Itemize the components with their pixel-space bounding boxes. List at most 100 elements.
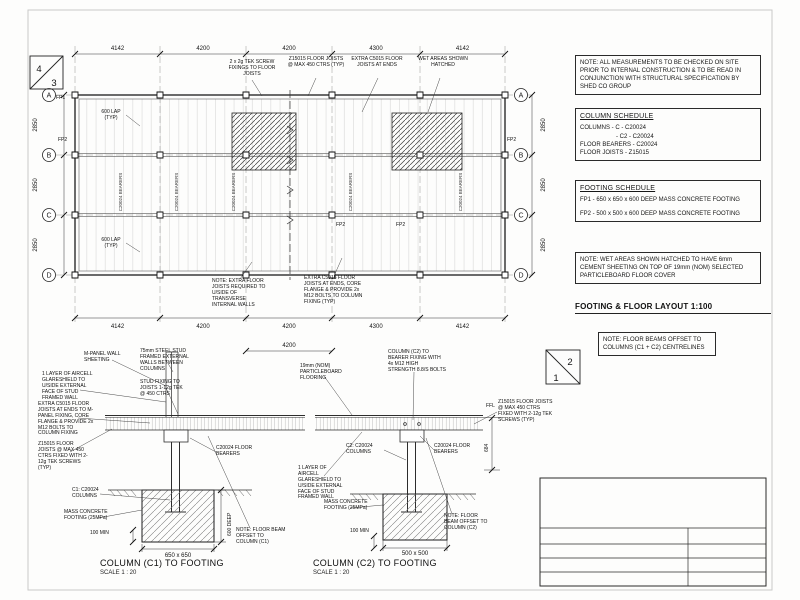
c1-note-offset: NOTE: FLOOR BEAM OFFSET TO COLUMN (C1) bbox=[236, 527, 286, 545]
plan-label-fp2: FP2 bbox=[336, 222, 346, 228]
c1-detail-scale: SCALE 1 : 20 bbox=[100, 570, 137, 576]
dim-left: 2850 bbox=[33, 118, 39, 132]
footing-schedule-row: FP2 - 500 x 500 x 600 DEEP MASS CONCRETE… bbox=[580, 210, 740, 217]
c2-label-ffl: FFL bbox=[486, 403, 495, 409]
bearer-label: C20024 BEARERS bbox=[458, 173, 463, 212]
grid-label: A bbox=[519, 93, 524, 100]
grid-label: D bbox=[46, 273, 51, 280]
c2-note-bearer-fixing: COLUMN (C2) TO BEARER FIXING WITH 4x M12… bbox=[388, 349, 446, 373]
dim-right: 2850 bbox=[541, 238, 547, 252]
column-markers bbox=[71, 91, 509, 279]
marker-number: 1 bbox=[553, 373, 558, 384]
grid-label: D bbox=[518, 273, 523, 280]
c2-note-bearers: C20024 FLOOR BEARERS bbox=[434, 443, 471, 455]
bearer-label: C20024 BEARERS bbox=[348, 173, 353, 212]
c2-detail-title: COLUMN (C2) TO FOOTING bbox=[313, 558, 437, 568]
wet-area-hatch bbox=[391, 112, 463, 171]
column-schedule-panel: COLUMN SCHEDULE COLUMNS - C - C20024 - C… bbox=[575, 108, 761, 161]
dim-684: 684 bbox=[484, 443, 490, 452]
grid-label: A bbox=[47, 93, 52, 100]
floor-plan-drawing: A B C D A B C D 4142 4200 4200 4300 4142… bbox=[33, 46, 547, 355]
c1-dim-cover: 100 MIN bbox=[90, 530, 109, 536]
c1-note-extra-c5015: EXTRA C5015 FLOOR JOISTS AT ENDS TO M-PA… bbox=[38, 401, 94, 437]
dim-left: 2850 bbox=[33, 238, 39, 252]
c1-note-stud-fixing: STUD FIXING TO JOISTS 1-12g TEK @ 450 CT… bbox=[140, 379, 183, 397]
marker-number: 4 bbox=[36, 64, 41, 75]
wet-area-note-text: NOTE: WET AREAS SHOWN HATCHED TO HAVE 6m… bbox=[580, 257, 744, 280]
dim-top: 4142 bbox=[111, 46, 125, 52]
marker-number: 2 bbox=[567, 357, 572, 368]
dim-right: 2850 bbox=[541, 178, 547, 192]
grid-label: B bbox=[519, 153, 524, 160]
dim-top: 4200 bbox=[282, 46, 296, 52]
c1-note-columns: C1: C20024 COLUMNS bbox=[72, 487, 99, 499]
leader-lines bbox=[323, 371, 498, 515]
plan-note-joists: Z15015 FLOOR JOISTS @ MAX 450 CTRS (TYP) bbox=[287, 56, 345, 68]
dim-bottom: 4200 bbox=[282, 324, 296, 330]
column-schedule-row: COLUMNS - C - C20024 bbox=[580, 125, 647, 132]
grid-label: C bbox=[518, 213, 523, 220]
footing-schedule-title: FOOTING SCHEDULE bbox=[580, 185, 656, 192]
dim-detail-bay: 4200 bbox=[282, 343, 296, 349]
plan-label-fp1: FP1 bbox=[56, 95, 66, 101]
c2-note-footing: MASS CONCRETE FOOTING (25MPa) bbox=[324, 499, 368, 511]
detail-c1-drawing: 600 DEEP bbox=[69, 351, 305, 553]
dim-bottom: 4142 bbox=[111, 324, 125, 330]
c1-note-aircell: 1 LAYER OF AIRCELL GLARESHIELD TO U/SIDE… bbox=[42, 371, 93, 401]
dimension-lines bbox=[63, 53, 533, 352]
c2-note-aircell: 1 LAYER OF AIRCELL GLARESHIELD TO U/SIDE… bbox=[298, 465, 343, 501]
c1-note-footing: MASS CONCRETE FOOTING (25MPa) bbox=[64, 509, 108, 521]
footing-c1 bbox=[141, 489, 215, 543]
c1-note-steel-stud: 75mm STEEL STUD FRAMED EXTERNAL WALLS BE… bbox=[140, 348, 189, 372]
bearer-label: C20024 BEARERS bbox=[231, 173, 236, 212]
c2-note-offset: NOTE: FLOOR BEAM OFFSET TO COLUMN (C2) bbox=[444, 513, 488, 531]
column-schedule-row: FLOOR BEARERS - C20024 bbox=[580, 141, 658, 148]
wet-area-hatch bbox=[231, 112, 297, 171]
floor-beam-note-text: NOTE: FLOOR BEAMS OFFSET TO COLUMNS (C1 … bbox=[603, 337, 705, 352]
floor-beam-note-panel: NOTE: FLOOR BEAMS OFFSET TO COLUMNS (C1 … bbox=[598, 332, 716, 357]
c2-note-z15015-right: Z15015 FLOOR JOISTS @ MAX 450 CTRS FIXED… bbox=[498, 399, 553, 423]
dim-left: 2850 bbox=[33, 178, 39, 192]
c1-dim-footing: 650 x 650 bbox=[164, 553, 192, 559]
grid-label: B bbox=[47, 153, 52, 160]
detail-c2-drawing: 684 bbox=[315, 371, 502, 552]
dim-right: 2850 bbox=[541, 118, 547, 132]
c2-dim-footing: 500 x 500 bbox=[401, 551, 429, 557]
column-schedule-title: COLUMN SCHEDULE bbox=[580, 113, 654, 120]
section-marker-4-3: 4 3 bbox=[29, 55, 64, 90]
grid-bubbles bbox=[42, 88, 528, 282]
dim-600-deep: 600 DEEP bbox=[227, 512, 233, 536]
marker-number: 3 bbox=[51, 78, 56, 89]
plan-note-tek-screw: 2 x 2g TEK SCREW FIXINGS TO FLOOR JOISTS bbox=[228, 59, 276, 77]
c2-dim-cover: 100 MIN bbox=[350, 528, 369, 534]
c1-note-m-panel: M-PANEL WALL SHEETING bbox=[84, 351, 121, 363]
c1-detail-title: COLUMN (C1) TO FOOTING bbox=[100, 558, 224, 568]
bearer-label: C20024 BEARERS bbox=[174, 173, 179, 212]
c2-note-particleboard: 19mm (NOM) PARTICLEBOARD FLOORING bbox=[300, 363, 342, 381]
bearer-label: C20024 BEARERS bbox=[118, 173, 123, 212]
footing-c2 bbox=[382, 493, 448, 541]
wet-area-note-panel: NOTE: WET AREAS SHOWN HATCHED TO HAVE 6m… bbox=[575, 252, 761, 285]
column-schedule-row: FLOOR JOISTS - Z15015 bbox=[580, 149, 650, 156]
dim-top: 4142 bbox=[456, 46, 470, 52]
plan-label-fp2: FP2 bbox=[58, 137, 68, 143]
c1-note-bearers: C20024 FLOOR BEARERS bbox=[216, 445, 253, 457]
c2-detail-scale: SCALE 1 : 20 bbox=[313, 570, 350, 576]
dim-bottom: 4200 bbox=[196, 324, 210, 330]
plan-note-extra-c5015: EXTRA C5015 FLOOR JOISTS AT ENDS, CORE F… bbox=[304, 275, 363, 305]
general-note-panel: NOTE: ALL MEASUREMENTS TO BE CHECKED ON … bbox=[575, 55, 761, 96]
column-schedule-row: - C2 - C20024 bbox=[616, 133, 654, 140]
dim-bottom: 4142 bbox=[456, 324, 470, 330]
dim-bottom: 4300 bbox=[369, 324, 383, 330]
plan-label-fp2: FP2 bbox=[396, 222, 406, 228]
plan-label-fp2: FP2 bbox=[507, 137, 517, 143]
c2-note-columns: C2: C20024 COLUMNS bbox=[346, 443, 373, 455]
plan-note-extra-joists-ends: EXTRA C5015 FLOOR JOISTS AT ENDS bbox=[351, 56, 403, 68]
footing-schedule-row: FP1 - 650 x 650 x 600 DEEP MASS CONCRETE… bbox=[580, 197, 740, 204]
plan-note-extra-floor-joists: NOTE: EXTRA FLOOR JOISTS REQUIRED TO U/S… bbox=[212, 278, 266, 308]
dim-top: 4300 bbox=[369, 46, 383, 52]
grid-label: C bbox=[46, 213, 51, 220]
plan-label-lap: 600 LAP (TYP) bbox=[101, 109, 121, 121]
